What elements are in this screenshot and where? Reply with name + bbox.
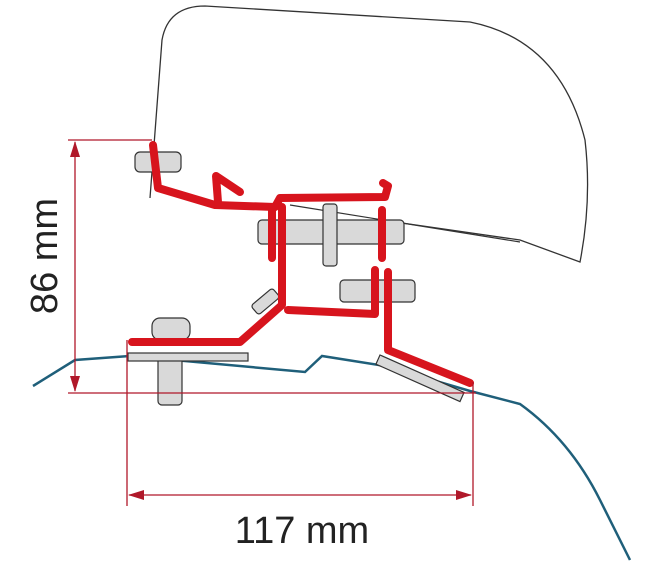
bracket-top-hook <box>149 141 392 211</box>
width-label: 117 mm <box>235 510 369 552</box>
spacer-left <box>127 352 249 362</box>
bracket-lip <box>212 172 244 206</box>
awning-housing <box>149 5 589 263</box>
bolt-vertical-stem <box>322 203 338 267</box>
bolt-lower-left-head <box>151 317 191 341</box>
bracket-lower-bar <box>284 266 379 318</box>
bracket-right-leg <box>384 268 474 387</box>
washer-diag <box>251 288 280 315</box>
height-label: 86 mm <box>24 198 66 314</box>
vehicle-roof-line <box>32 354 632 561</box>
height-arrow-bottom <box>70 376 80 392</box>
width-arrow-left <box>128 490 144 500</box>
pad-right <box>375 354 465 403</box>
bracket-left-post <box>128 203 286 346</box>
width-arrow-right <box>456 490 472 500</box>
mounting-bracket <box>128 141 474 387</box>
bolt-lower-left-stem <box>157 354 183 406</box>
height-arrow-top <box>70 141 80 157</box>
